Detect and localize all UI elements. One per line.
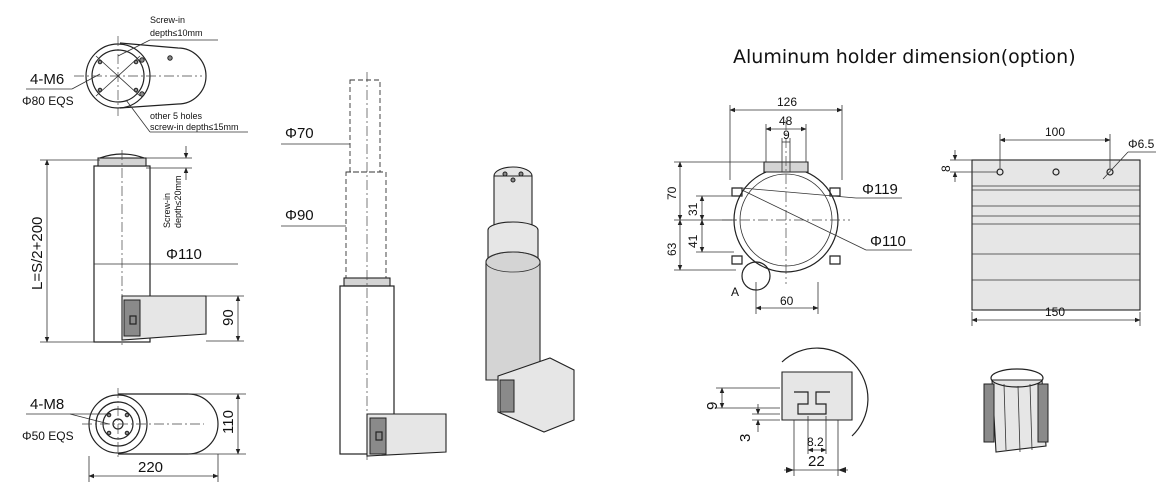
side-note-a: Screw-in xyxy=(162,193,172,228)
side-note-b: depth≤20mm xyxy=(173,176,183,228)
detail-total-width: 22 xyxy=(808,453,825,470)
top-note-1b: depth≤10mm xyxy=(150,28,202,38)
holder-height-bottom: 63 xyxy=(665,242,679,256)
holder-width-slot: 9 xyxy=(783,128,790,142)
holder-height-top: 70 xyxy=(665,186,679,200)
column-dia-top: Φ70 xyxy=(285,125,314,142)
holder-width-bottom: 60 xyxy=(780,294,794,308)
side-length: L=S/2+200 xyxy=(29,217,46,290)
lift-column-view: Φ70 Φ90 xyxy=(281,72,447,460)
detail-slot-width: 8.2 xyxy=(807,435,824,449)
holder-edge-offset: 8 xyxy=(939,165,953,172)
holder-width-outer: 126 xyxy=(777,95,797,109)
bottom-size-label: Φ50 EQS xyxy=(22,429,74,443)
bottom-width: 220 xyxy=(138,459,163,476)
top-size-label: Φ80 EQS xyxy=(22,94,74,108)
holder-inner-top: 31 xyxy=(686,202,700,216)
top-thread-label: 4-M6 xyxy=(30,71,64,88)
top-view: 4-M6 Φ80 EQS Screw-in depth≤10mm other 5… xyxy=(22,15,248,133)
holder-dia-outer: Φ119 xyxy=(862,181,898,198)
holder-section-view: A 126 48 9 60 70 63 31 41 Φ119 Φ110 xyxy=(665,95,912,314)
column-dia-mid: Φ90 xyxy=(285,207,314,224)
detail-height-outer: 9 xyxy=(704,402,721,410)
bottom-view: 4-M8 Φ50 EQS 110 220 xyxy=(22,388,246,482)
detail-a-view: 9 3 8.2 22 xyxy=(704,347,869,476)
holder-inner-bottom: 41 xyxy=(686,234,700,248)
holder-hole-dia: Φ6.5 xyxy=(1128,137,1155,151)
detail-height-inner: 3 xyxy=(737,434,754,442)
bottom-height: 110 xyxy=(220,410,237,434)
side-diameter: Φ110 xyxy=(166,246,202,263)
holder-length: 150 xyxy=(1045,305,1065,319)
isometric-holder xyxy=(983,368,1049,453)
holder-dia-inner: Φ110 xyxy=(870,233,906,250)
diagram-title: Aluminum holder dimension(option) xyxy=(733,46,1076,68)
top-note-2b: screw-in depth≤15mm xyxy=(150,122,238,132)
holder-hole-spacing: 100 xyxy=(1045,125,1065,139)
holder-width-mid: 48 xyxy=(779,114,793,128)
detail-marker: A xyxy=(731,285,739,299)
isometric-column xyxy=(485,166,575,433)
mounting-holes xyxy=(97,55,173,97)
top-note-1a: Screw-in xyxy=(150,15,185,25)
top-note-2a: other 5 holes xyxy=(150,111,203,121)
bottom-thread-label: 4-M8 xyxy=(30,396,64,413)
side-motor-height: 90 xyxy=(220,309,237,326)
side-view: Φ110 L=S/2+200 90 Screw-in depth≤20mm xyxy=(29,146,244,346)
holder-side-view: 100 Φ6.5 8 150 xyxy=(939,125,1156,326)
